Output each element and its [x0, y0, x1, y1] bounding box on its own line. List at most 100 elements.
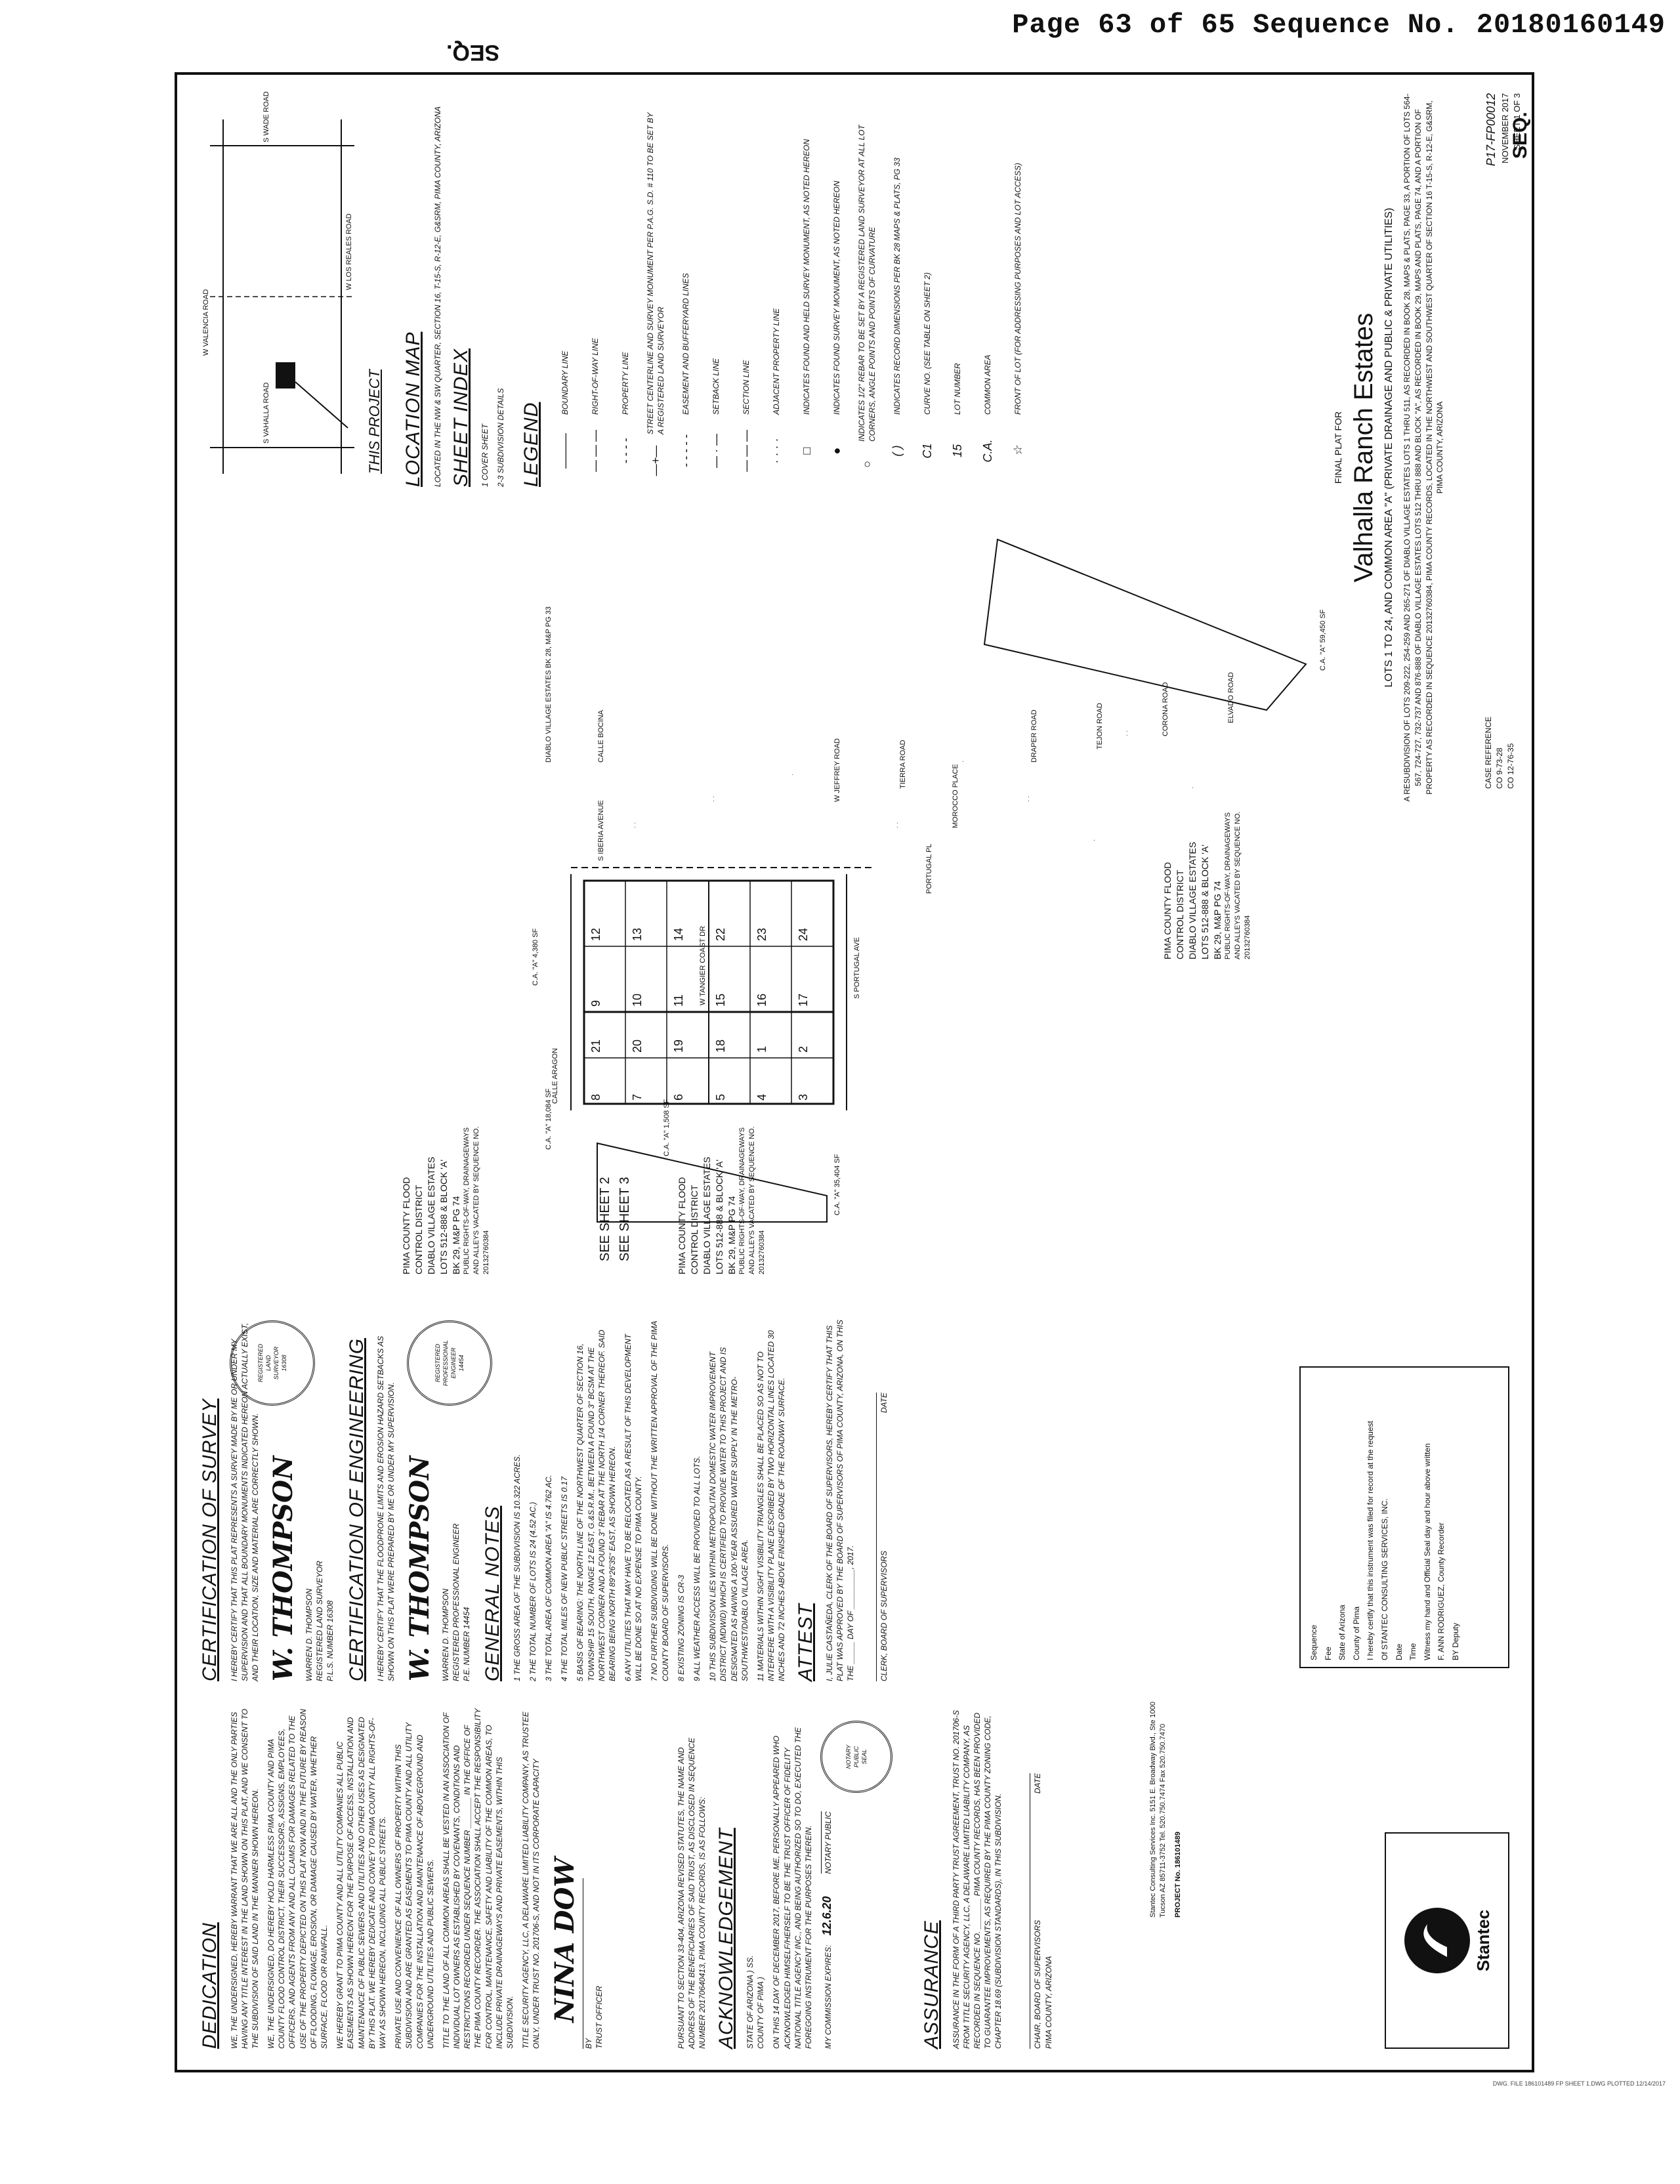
sheet-index-2: 2-3 SUBDIVISION DETAILS — [496, 388, 506, 488]
svg-text:·: · — [959, 761, 967, 763]
final-plat-label: FINAL PLAT FOR — [1333, 411, 1343, 484]
dedication-para-3: WE HEREBY GRANT TO PIMA COUNTY AND ALL U… — [335, 1717, 387, 2049]
lot-label-4: 4 — [755, 1093, 768, 1101]
legend-symbol: - - - - - — [679, 434, 692, 467]
legend-row: —+—STREET CENTERLINE AND SURVEY MONUMENT… — [640, 106, 671, 487]
ca-label-5: C.A. "A" 59,450 SF — [1319, 609, 1327, 671]
recorder-line-4: County of Pima — [1351, 1606, 1361, 1660]
survey-title: CERTIFICATION OF SURVEY — [199, 1398, 220, 1681]
legend-text: INDICATES 1/2" REBAR TO BE SET BY A REGI… — [856, 125, 877, 442]
legend-row: — · —SETBACK LINE — [701, 106, 731, 487]
lot-label-2: 2 — [797, 1045, 810, 1053]
sheet-index-1: 1 COVER SHEET — [480, 423, 490, 487]
lot-label-14: 14 — [672, 927, 685, 941]
assurance-section: ASSURANCE ASSURANCE IN THE FORM OF A THI… — [919, 1708, 1054, 2049]
lot-label-7: 7 — [631, 1093, 644, 1101]
legend-text: CURVE NO. (SEE TABLE ON SHEET 2) — [922, 272, 932, 415]
chair-county: PIMA COUNTY, ARIZONA — [1043, 1956, 1053, 2049]
recorder-line-3: State of Arizona — [1337, 1605, 1347, 1660]
dedication-para-2: WE, THE UNDERSIGNED, DO HEREBY HOLD HARM… — [266, 1709, 329, 2049]
legend-row: ( )INDICATES RECORD DIMENSIONS PER BK 28… — [882, 106, 912, 487]
pima-right-1: PIMA COUNTY FLOOD — [1162, 862, 1173, 959]
pima-mid-2: CONTROL DISTRICT — [688, 1185, 700, 1274]
legend-symbol: ( ) — [890, 445, 904, 457]
attest-body: I, JULIE CASTAÑEDA, CLERK OF THE BOARD O… — [825, 1319, 856, 1681]
plat-sheet: DEDICATION WE, THE UNDERSIGNED, HEREBY W… — [175, 72, 1534, 2072]
street-portugal-pl: PORTUGAL PL — [925, 843, 933, 894]
recorder-line-7: Date — [1394, 1643, 1404, 1660]
recorder-line-10: F. ANN RODRIGUEZ, County Recorder — [1437, 1522, 1446, 1660]
ack-state: STATE OF ARIZONA ) SS. — [746, 1955, 755, 2049]
pursuant-note: PURSUANT TO SECTION 33-404, ARIZONA REVI… — [677, 1737, 707, 2049]
file-footer: DWG. FILE 186101489 FP SHEET 1.DWG PLOTT… — [1492, 2080, 1666, 2087]
assurance-title: ASSURANCE — [921, 1920, 942, 2049]
pima-mid-1: PIMA COUNTY FLOOD — [677, 1177, 687, 1274]
note-3: 3 THE TOTAL AREA OF COMMON AREA "A" IS 4… — [543, 1475, 553, 1681]
dedication-para-1: WE, THE UNDERSIGNED, HEREBY WARRANT THAT… — [229, 1708, 260, 2049]
legend-text: BOUNDARY LINE — [560, 350, 570, 415]
dve-label: Diablo Village Estates Bk 28, M&P Pg 33 — [545, 606, 553, 763]
lot-label-22: 22 — [714, 927, 727, 941]
legend-row: ☆FRONT OF LOT (FOR ADDRESSING PURPOSES A… — [1003, 106, 1033, 487]
pima-right-3: Diablo Village Estates — [1186, 841, 1198, 959]
ca-label-2: C.A. "A" 1,508 SF — [663, 1099, 671, 1156]
acknowledgement-title: ACKNOWLEDGEMENT — [715, 1828, 737, 2049]
recorder-line-5: I hereby certify that this instrument wa… — [1366, 1421, 1376, 1660]
ca-label-3: C.A. "A" 35,404 SF — [833, 1154, 841, 1215]
see-sheet-3: SEE SHEET 3 — [618, 1177, 632, 1261]
acknowledgement-section: PURSUANT TO SECTION 33-404, ARIZONA REVI… — [676, 1708, 892, 2049]
recorder-box: Sequence Fee State of Arizona County of … — [1299, 1366, 1509, 1668]
legend-text: COMMON AREA — [982, 354, 992, 415]
lot-label-16: 16 — [755, 993, 768, 1007]
map-drawing: · ·· ·· · ··· · ·· ·· — [570, 538, 1307, 1223]
location-map-text: LOCATED IN THE NW & SW QUARTER, SECTION … — [432, 106, 442, 487]
svg-text:·: · — [789, 774, 796, 776]
svg-text:· ·: · · — [1124, 730, 1131, 736]
surveyor-role: REGISTERED LAND SURVEYOR — [315, 1561, 325, 1681]
lot-label-5: 5 — [714, 1093, 727, 1101]
legend-text: ADJACENT PROPERTY LINE — [771, 308, 781, 415]
right-column: W VALENCIA ROAD S WADE ROAD S VAHALLA RO… — [197, 91, 1033, 488]
legend-symbol: C.A. — [980, 439, 994, 463]
street-draper: DRAPER ROAD — [1030, 709, 1038, 763]
star-icon: ☆ — [1011, 445, 1024, 457]
recorder-line-1: Sequence — [1309, 1624, 1318, 1660]
stantec-logo-icon — [1404, 1908, 1470, 1973]
chair-label: CHAIR, BOARD OF SUPERVISORS — [1033, 1920, 1043, 2049]
engineering-title: CERTIFICATION OF ENGINEERING — [345, 1337, 368, 1681]
subdivision-map: · ·· ·· · ··· · ·· ·· 8 7 6 5 4 3 2 1 9 … — [177, 513, 1537, 1301]
legend-row: — — —SECTION LINE — [731, 106, 761, 487]
pima-mid-4: Lots 512-888 & Block 'A' — [713, 1160, 724, 1274]
subdivision-name: Valhalla Ranch Estates — [1349, 312, 1378, 583]
legend-symbol: — — — — [588, 430, 602, 472]
pima-left-6: PUBLIC RIGHTS-OF-WAY, DRAINAGEWAYS — [463, 1127, 471, 1274]
pima-block-left: PIMA COUNTY FLOOD CONTROL DISTRICT Diabl… — [400, 1117, 492, 1274]
pima-block-mid: PIMA COUNTY FLOOD CONTROL DISTRICT Diabl… — [676, 1117, 767, 1274]
dedication-para-6: TITLE SECURITY AGENCY, LLC, A DELAWARE L… — [521, 1712, 541, 2049]
recorder-line-6: Of STANTEC CONSULTING SERVICES, INC. — [1379, 1498, 1389, 1660]
title-block: FINAL PLAT FOR Valhalla Ranch Estates LO… — [1332, 93, 1446, 802]
loc-road-vahalla: S VAHALLA ROAD — [262, 382, 270, 444]
case-ref-label: CASE REFERENCE — [1484, 716, 1493, 789]
lot-label-19: 19 — [672, 1039, 685, 1053]
note-11: 11 MATERIALS WITHIN SIGHT VISIBILITY TRI… — [755, 1330, 787, 1681]
pima-left-4: Lots 512-888 & Block 'A' — [438, 1160, 449, 1274]
legend-text: EASEMENT AND BUFFERYARD LINES — [681, 273, 690, 415]
pima-right-2: CONTROL DISTRICT — [1174, 870, 1185, 959]
dedication-para-4: PRIVATE USE AND CONVENIENCE OF ALL OWNER… — [394, 1722, 435, 2049]
dedication-section: DEDICATION WE, THE UNDERSIGNED, HEREBY W… — [197, 1708, 604, 2049]
pima-block-right: PIMA COUNTY FLOOD CONTROL DISTRICT Diabl… — [1162, 789, 1253, 959]
legend-symbol: · · · · — [769, 438, 783, 464]
location-map-title: LOCATION MAP — [402, 331, 424, 487]
stantec-address-block: Stantec Consulting Services Inc. 5151 E.… — [1148, 1701, 1183, 1918]
street-morocco: MOROCCO PLACE — [952, 764, 959, 828]
note-9: 9 ALL WEATHER ACCESS WILL BE PROVIDED TO… — [692, 1456, 702, 1681]
ca-label-4: C.A. "A" 4,380 SF — [532, 928, 539, 986]
legend-text: SETBACK LINE — [711, 358, 721, 415]
street-tangier: W TANGIER COAST DR — [699, 925, 707, 1005]
legend-title: LEGEND — [520, 402, 542, 487]
legend-row: ———BOUNDARY LINE — [550, 106, 580, 487]
lot-label-13: 13 — [631, 927, 644, 941]
